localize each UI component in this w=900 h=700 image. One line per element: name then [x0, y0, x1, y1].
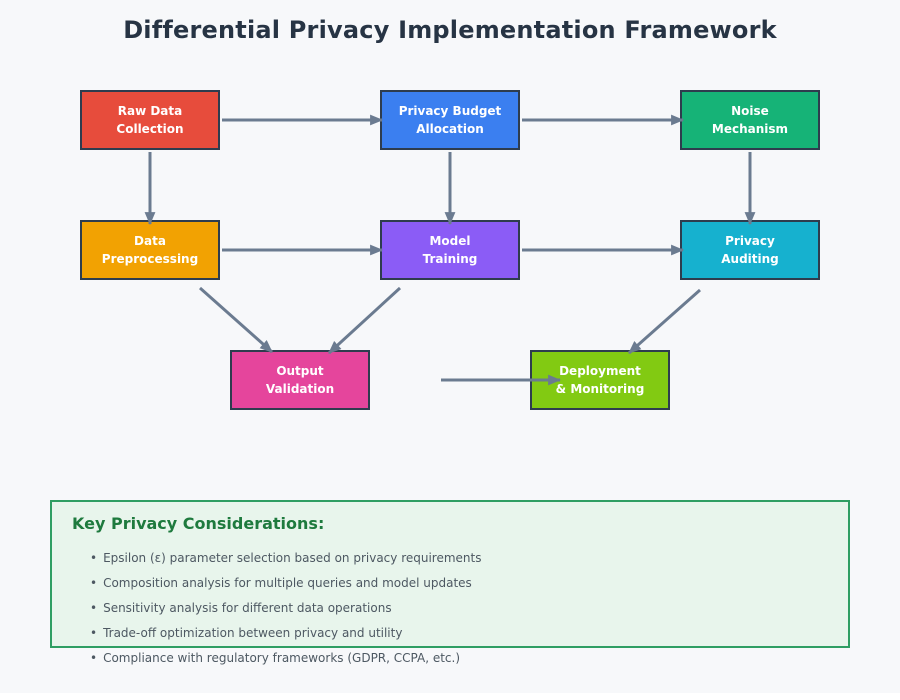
node-label: Raw Data Collection	[116, 104, 184, 136]
node-label: Noise Mechanism	[711, 104, 789, 136]
consideration-item: • Composition analysis for multiple quer…	[90, 570, 482, 595]
considerations-list: • Epsilon (ε) parameter selection based …	[90, 545, 482, 670]
arrow-training-to-output	[327, 286, 402, 355]
panel-title: Key Privacy Considerations:	[72, 514, 325, 533]
key-considerations-panel: Key Privacy Considerations: • Epsilon (ε…	[50, 500, 850, 665]
bullet-icon: •	[90, 600, 98, 615]
node-label: Model Training	[422, 234, 478, 266]
bullet-icon: •	[90, 575, 98, 590]
node-noise-mechanism: Noise Mechanism	[680, 90, 820, 150]
consideration-text: Composition analysis for multiple querie…	[103, 575, 472, 590]
node-model-training: Model Training	[380, 220, 520, 280]
node-privacy-budget-allocation: Privacy Budget Allocation	[380, 90, 520, 150]
bullet-icon: •	[90, 650, 98, 665]
consideration-text: Epsilon (ε) parameter selection based on…	[103, 550, 482, 565]
consideration-item: • Compliance with regulatory frameworks …	[90, 645, 482, 670]
consideration-item: • Epsilon (ε) parameter selection based …	[90, 545, 482, 570]
consideration-text: Trade-off optimization between privacy a…	[103, 625, 403, 640]
node-raw-data-collection: Raw Data Collection	[80, 90, 220, 150]
node-label: Data Preprocessing	[101, 234, 199, 266]
diagram-title: Differential Privacy Implementation Fram…	[123, 16, 777, 44]
consideration-text: Compliance with regulatory frameworks (G…	[103, 650, 461, 665]
consideration-item: • Sensitivity analysis for different dat…	[90, 595, 482, 620]
node-label: Privacy Auditing	[721, 234, 779, 266]
node-data-preprocessing: Data Preprocessing	[80, 220, 220, 280]
node-output-validation: Output Validation	[230, 350, 370, 410]
node-label: Privacy Budget Allocation	[398, 104, 502, 136]
node-label: Deployment & Monitoring	[555, 364, 645, 396]
node-privacy-auditing: Privacy Auditing	[680, 220, 820, 280]
figure-bottom-margin	[0, 693, 900, 700]
consideration-item: • Trade-off optimization between privacy…	[90, 620, 482, 645]
arrow-auditing-to-deploy	[628, 288, 701, 355]
node-label: Output Validation	[265, 364, 335, 396]
consideration-text: Sensitivity analysis for different data …	[103, 600, 392, 615]
node-deployment-monitoring: Deployment & Monitoring	[530, 350, 670, 410]
bullet-icon: •	[90, 550, 98, 565]
arrow-preproc-to-output	[199, 286, 273, 354]
bullet-icon: •	[90, 625, 98, 640]
